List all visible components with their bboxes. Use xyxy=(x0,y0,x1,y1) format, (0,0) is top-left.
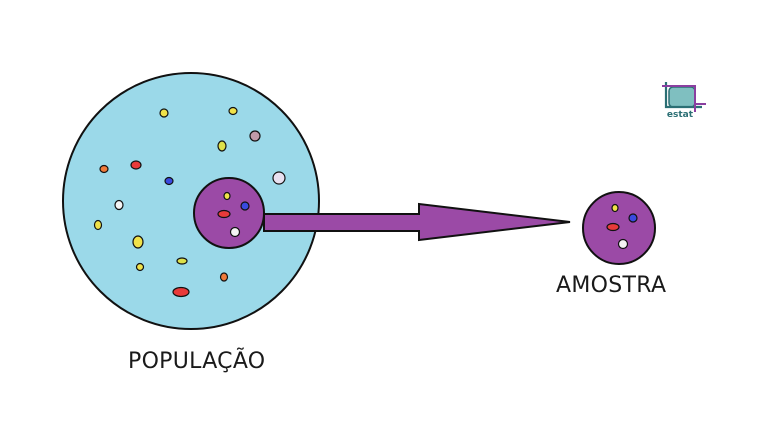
population-label: POPULAÇÃO xyxy=(128,349,266,374)
estat-logo: estat xyxy=(660,80,708,124)
dot xyxy=(217,140,227,152)
dot xyxy=(93,219,103,231)
population-circle xyxy=(62,72,320,330)
dot xyxy=(611,203,619,213)
dot xyxy=(172,286,190,298)
dot xyxy=(228,106,238,116)
population-dots xyxy=(93,106,286,298)
dot xyxy=(159,108,169,118)
dot xyxy=(223,191,231,201)
dot xyxy=(219,272,229,282)
dot xyxy=(249,130,261,142)
dot xyxy=(240,201,250,211)
dot xyxy=(99,164,109,174)
dot xyxy=(606,222,620,232)
dot xyxy=(176,257,188,265)
dot xyxy=(130,160,142,170)
dot xyxy=(229,226,241,238)
dot xyxy=(132,235,144,249)
dot xyxy=(617,238,629,250)
sample-dots xyxy=(606,203,638,250)
dot xyxy=(628,213,638,223)
dot xyxy=(217,209,231,219)
dot xyxy=(135,262,145,272)
dot xyxy=(114,199,124,211)
sample-label: AMOSTRA xyxy=(556,273,667,298)
dot xyxy=(164,176,174,186)
logo-text: estat xyxy=(666,110,694,120)
crop-frame-icon xyxy=(662,82,706,112)
sampling-arrow xyxy=(263,202,571,242)
dot xyxy=(272,171,286,185)
subset-dots xyxy=(217,191,250,238)
